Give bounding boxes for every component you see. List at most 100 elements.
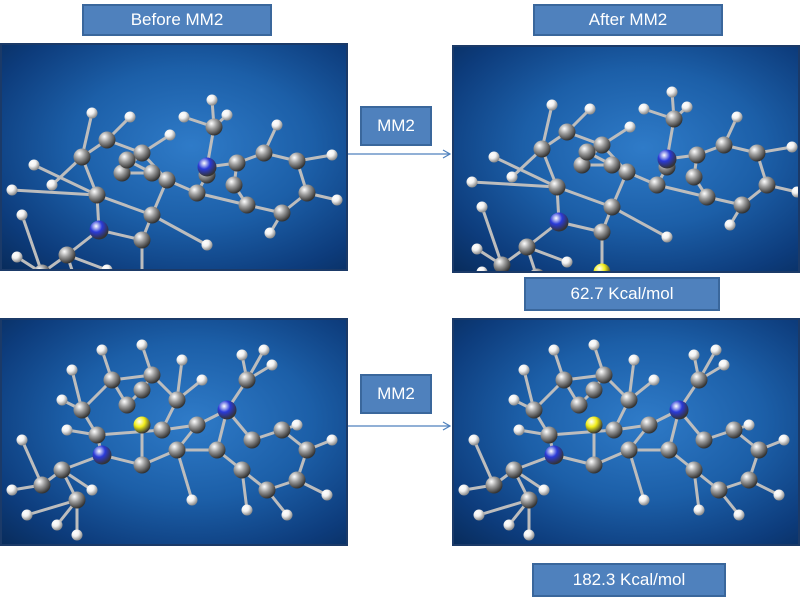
atom xyxy=(136,339,148,351)
atom xyxy=(133,144,151,162)
atom xyxy=(523,529,535,541)
atom xyxy=(476,201,488,213)
atom xyxy=(624,121,636,133)
atom xyxy=(113,164,131,182)
atom xyxy=(603,198,621,216)
atom xyxy=(238,196,256,214)
atom xyxy=(530,268,544,271)
atom xyxy=(236,349,248,361)
atom xyxy=(585,456,603,474)
atom xyxy=(538,484,550,496)
atom xyxy=(548,178,566,196)
atom xyxy=(665,110,683,128)
bond xyxy=(556,185,613,209)
atom xyxy=(118,151,136,169)
energy-label-top: 62.7 Kcal/mol xyxy=(524,277,720,311)
atom xyxy=(660,441,678,459)
bond xyxy=(20,214,43,269)
mm2-text-bottom: MM2 xyxy=(377,384,415,403)
bond xyxy=(96,428,163,437)
atom xyxy=(578,143,596,161)
atom xyxy=(133,231,151,249)
molecule-panel-before-bottom xyxy=(0,318,348,546)
atom xyxy=(11,251,23,263)
atom xyxy=(518,238,536,256)
atom xyxy=(685,168,703,186)
atom xyxy=(493,256,511,271)
atom xyxy=(51,519,63,531)
atom xyxy=(176,354,188,366)
atom xyxy=(690,371,708,389)
atom xyxy=(88,186,106,204)
bond xyxy=(175,449,194,501)
atom xyxy=(6,484,18,496)
bond xyxy=(656,183,708,199)
atom xyxy=(666,86,678,98)
atom xyxy=(46,179,58,191)
atom xyxy=(206,94,218,106)
atom xyxy=(458,484,470,496)
atom xyxy=(786,141,798,153)
atom xyxy=(73,401,91,419)
atom xyxy=(168,391,186,409)
atom xyxy=(518,364,530,376)
atom xyxy=(718,359,730,371)
atom xyxy=(228,154,246,172)
atom xyxy=(89,220,109,240)
atom xyxy=(225,176,243,194)
atom xyxy=(731,111,743,123)
bond xyxy=(26,498,78,517)
atom xyxy=(750,441,768,459)
atom xyxy=(266,359,278,371)
atom xyxy=(733,196,751,214)
atom xyxy=(197,157,217,177)
atom xyxy=(685,461,703,479)
bond xyxy=(627,449,646,501)
atom xyxy=(68,491,86,509)
molecule-structure xyxy=(458,339,790,541)
atom xyxy=(657,149,677,169)
atom xyxy=(588,339,600,351)
atom xyxy=(471,243,483,255)
atom xyxy=(593,136,611,154)
bond xyxy=(611,205,668,239)
atom xyxy=(595,366,613,384)
atom xyxy=(291,419,303,431)
bond xyxy=(480,206,504,266)
atom xyxy=(585,416,603,434)
atom xyxy=(143,206,161,224)
atom xyxy=(725,421,743,439)
atom xyxy=(688,146,706,164)
atom xyxy=(243,431,261,449)
atom xyxy=(513,424,525,436)
bond xyxy=(478,498,530,517)
atom xyxy=(698,188,716,206)
atom xyxy=(505,461,523,479)
atom xyxy=(133,381,151,399)
atom xyxy=(326,434,338,446)
energy-value-bottom: 182.3 Kcal/mol xyxy=(572,570,686,589)
atom xyxy=(264,227,276,239)
atom xyxy=(271,119,283,131)
atom xyxy=(584,103,596,115)
atom xyxy=(558,123,576,141)
atom xyxy=(281,509,293,521)
atom xyxy=(508,394,520,406)
atom xyxy=(71,529,83,541)
atom xyxy=(92,445,112,465)
atom xyxy=(73,148,91,166)
atom xyxy=(485,476,503,494)
atom xyxy=(620,391,638,409)
molecule-structure xyxy=(6,94,343,269)
atom xyxy=(96,344,108,356)
atom xyxy=(6,184,18,196)
atom xyxy=(476,266,488,271)
atom xyxy=(603,156,621,174)
bond xyxy=(196,191,248,207)
atom xyxy=(33,476,51,494)
atom xyxy=(758,176,776,194)
atom xyxy=(28,159,40,171)
atom xyxy=(466,176,478,188)
atom xyxy=(715,136,733,154)
atom xyxy=(593,223,611,241)
